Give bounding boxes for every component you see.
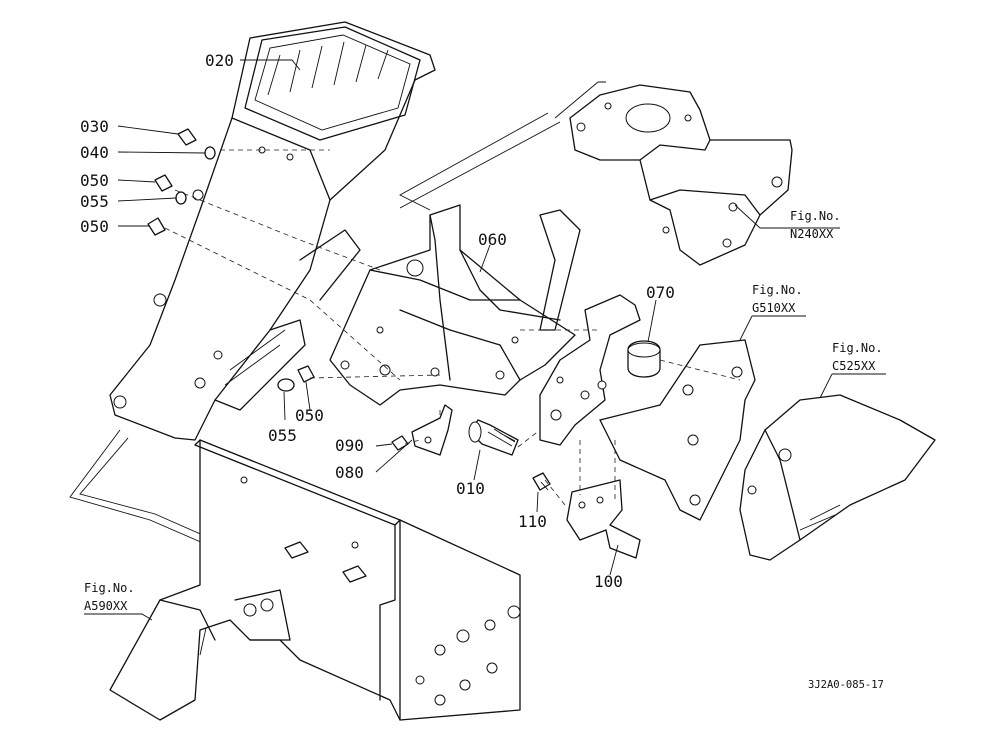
assembly-dash-lines [164,149,741,506]
fig-g510-number: G510XX [752,301,796,315]
label-090: 090 [335,436,364,455]
label-050-a: 050 [80,171,109,190]
fig-c525-title: Fig.No. [832,341,883,355]
label-040: 040 [80,143,109,162]
label-020: 020 [205,51,234,70]
label-100: 100 [594,572,623,591]
label-030: 030 [80,117,109,136]
leader-lines [84,59,886,621]
component-a590 [109,439,521,721]
bracket-080 [411,404,453,456]
label-055-b: 055 [268,426,297,445]
label-110: 110 [518,512,547,531]
label-080: 080 [335,463,364,482]
label-070: 070 [646,283,675,302]
main-bracket-060 [329,204,581,406]
bolt-090 [391,435,409,451]
label-055-a: 055 [80,192,109,211]
component-g510 [599,339,756,521]
bracket-100 [566,479,641,559]
fig-n240-title: Fig.No. [790,209,841,223]
label-050-b: 050 [80,217,109,236]
fig-a590-number: A590XX [84,599,128,613]
component-c525 [739,394,936,561]
bolt-010 [468,419,519,456]
component-n240 [569,84,793,266]
fig-g510-title: Fig.No. [752,283,803,297]
label-050-c: 050 [295,406,324,425]
drawing-code: 3J2A0-085-17 [808,679,884,691]
fig-c525-number: C525XX [832,359,876,373]
fig-n240-number: N240XX [790,227,834,241]
fig-a590-title: Fig.No. [84,581,135,595]
side-plate [539,294,641,446]
spacer-070 [627,340,661,378]
part-labels: 020 030 040 050 055 050 060 070 055 050 … [80,51,675,591]
label-010: 010 [456,479,485,498]
bolt-110 [532,472,551,491]
figure-refs: Fig.No. N240XX Fig.No. G510XX Fig.No. C5… [84,209,883,613]
label-060: 060 [478,230,507,249]
